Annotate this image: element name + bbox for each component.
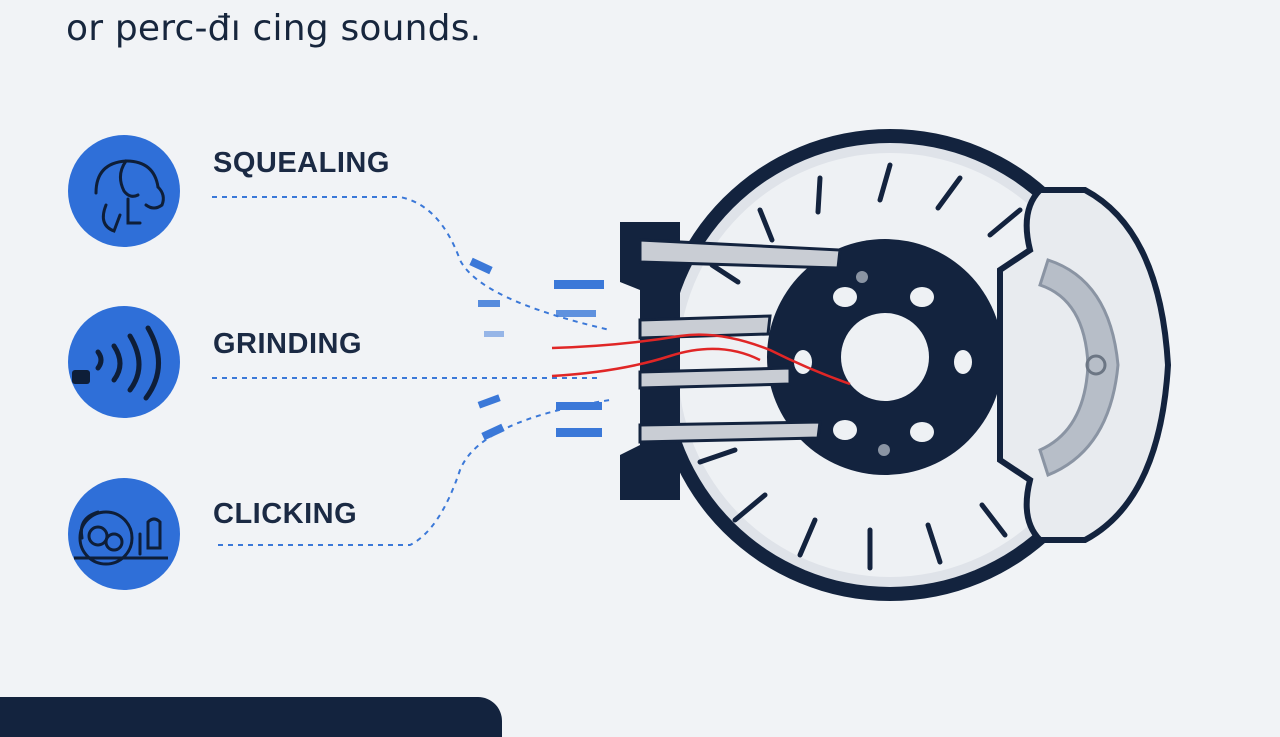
sound-label-grinding: GRINDING <box>213 328 362 360</box>
connector-squealing <box>212 196 611 331</box>
sound-row-clicking: CLICKING <box>68 478 428 590</box>
sound-marks <box>469 257 604 441</box>
caliper-bracket <box>620 222 842 500</box>
clicking-person-icon <box>68 478 180 590</box>
sound-label-squealing: SQUEALING <box>213 147 390 179</box>
sound-waves-icon <box>68 306 180 418</box>
sound-label-clicking: CLICKING <box>213 498 358 530</box>
rotor-vents <box>697 162 1023 571</box>
bottom-bar <box>0 697 502 737</box>
ear-head-icon <box>68 135 180 247</box>
brake-diagram <box>212 129 1172 601</box>
brake-caliper <box>997 187 1172 543</box>
connector-lines <box>212 196 611 546</box>
connector-clicking <box>218 399 611 546</box>
sound-row-squealing: SQUEALING <box>68 135 428 247</box>
signal-lines <box>551 333 851 386</box>
sound-row-grinding: GRINDING <box>68 306 428 418</box>
headline-text: or perc-đı cing sounds. <box>66 8 482 49</box>
center-bore <box>841 313 929 401</box>
